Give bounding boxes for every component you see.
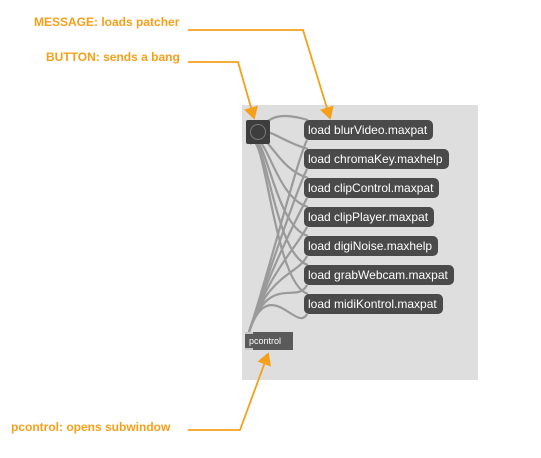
pcontrol-outlet[interactable]	[245, 348, 253, 350]
bang-circle-icon	[250, 124, 266, 140]
pcontrol-object[interactable]: pcontrol	[245, 332, 293, 350]
annotation-button: BUTTON: sends a bang	[46, 50, 180, 64]
message-box-clipplayer[interactable]: load clipPlayer.maxpat	[304, 207, 435, 227]
message-box-clipcontrol[interactable]: load clipControl.maxpat	[304, 178, 440, 198]
patch-cord-message-to-pcontrol	[247, 304, 308, 333]
annotation-pcontrol: pcontrol: opens subwindow	[11, 420, 171, 434]
bang-button[interactable]	[246, 120, 270, 144]
message-box-blurvideo[interactable]: load blurVideo.maxpat	[304, 120, 434, 140]
message-box-grabwebcam[interactable]: load grabWebcam.maxpat	[304, 265, 454, 285]
annotation-message: MESSAGE: loads patcher	[34, 15, 180, 29]
message-box-diginoise[interactable]: load digiNoise.maxhelp	[304, 236, 439, 256]
pcontrol-inlet[interactable]	[245, 332, 253, 334]
message-box-midikontrol[interactable]: load midiKontrol.maxpat	[304, 294, 443, 314]
leader-message-arrow	[188, 29, 334, 120]
message-box-chromakey[interactable]: load chromaKey.maxhelp	[304, 149, 449, 169]
leader-button-arrow	[188, 61, 258, 120]
leader-pcontrol-arrow	[188, 352, 272, 431]
pcontrol-label: pcontrol	[249, 336, 282, 346]
